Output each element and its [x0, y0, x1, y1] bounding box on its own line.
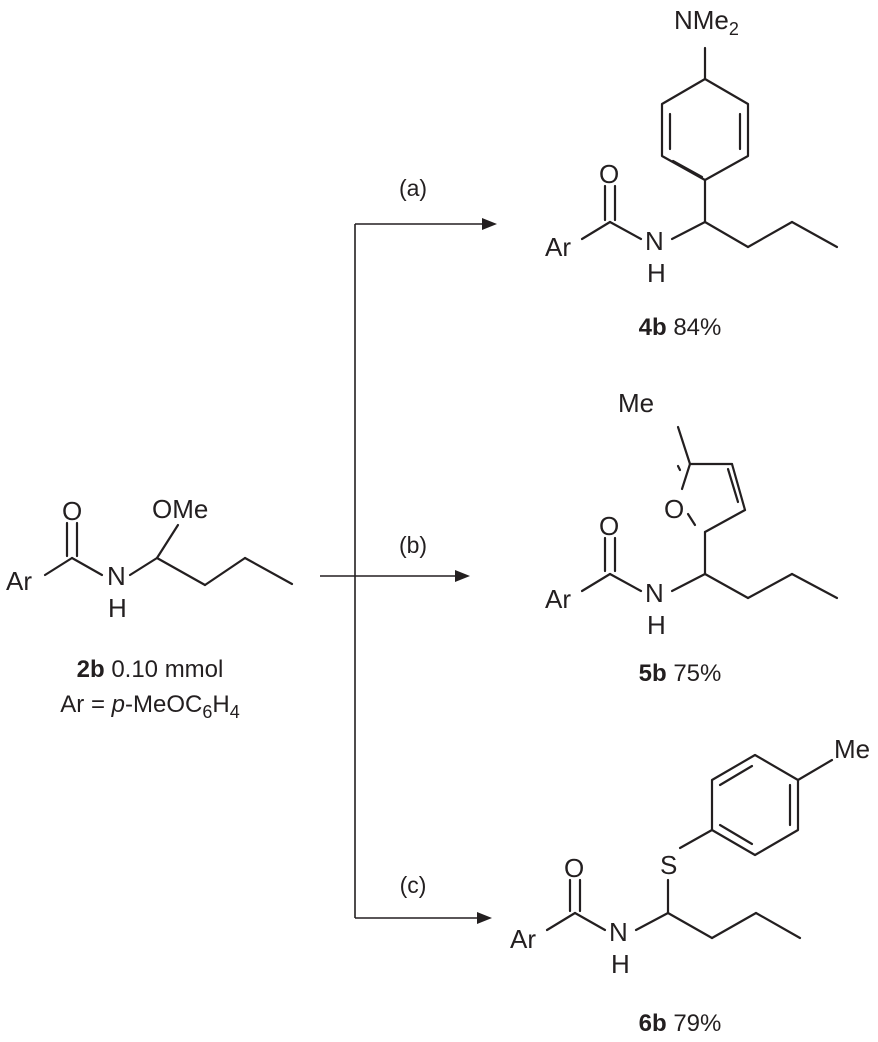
carbonyl-oxygen: O	[564, 853, 584, 883]
aryl-label: Ar	[6, 566, 32, 596]
amide-hydrogen: H	[647, 610, 666, 640]
product-6b: Ar O N H S Me 6b 79%	[510, 734, 870, 1037]
methyl-group: Me	[618, 388, 654, 418]
compound-label-6b: 6b 79%	[639, 1010, 722, 1037]
carbonyl-oxygen: O	[599, 159, 619, 189]
carbonyl-oxygen: O	[62, 496, 82, 526]
amide-hydrogen: H	[611, 949, 630, 979]
product-5b: O Me Ar O N H 5b 75%	[545, 388, 839, 687]
aryl-label: Ar	[545, 232, 571, 262]
amide-hydrogen: H	[647, 258, 666, 288]
bonds-4b	[580, 46, 839, 249]
compound-label-2b: 2b 0.10 mmol	[77, 656, 224, 683]
bonds-6b	[545, 753, 834, 940]
amide-nitrogen: N	[609, 917, 628, 947]
aryl-label: Ar	[510, 924, 536, 954]
amide-nitrogen: N	[645, 578, 664, 608]
compound-label-4b: 4b 84%	[639, 314, 722, 341]
condition-c: (c)	[400, 872, 427, 898]
reaction-arrows	[320, 218, 497, 924]
methyl-group: Me	[834, 734, 870, 764]
product-4b: Ar O N H NMe2 4b 84%	[545, 5, 839, 341]
carbonyl-oxygen: O	[599, 511, 619, 541]
arrow-a-head	[482, 218, 497, 230]
amide-nitrogen: N	[107, 561, 126, 591]
condition-a: (a)	[399, 175, 427, 201]
arrow-b-head	[455, 570, 470, 582]
bonds-2b	[43, 521, 294, 587]
amide-hydrogen: H	[108, 593, 127, 623]
starting-material-2b: Ar O N H OMe 2b 0.10 mmol Ar = p-MeOC6H4	[6, 494, 294, 722]
sulfur-atom: S	[660, 850, 677, 880]
amide-nitrogen: N	[645, 226, 664, 256]
aryl-label: Ar	[545, 584, 571, 614]
methoxy-group: OMe	[152, 494, 208, 524]
bonds-5b	[580, 425, 839, 600]
condition-b: (b)	[399, 532, 427, 558]
compound-label-5b: 5b 75%	[639, 660, 722, 687]
dimethylamino-group: NMe2	[674, 5, 739, 39]
aryl-definition: Ar = p-MeOC6H4	[60, 691, 239, 722]
furan-oxygen: O	[664, 494, 684, 524]
arrow-c-head	[477, 912, 492, 924]
